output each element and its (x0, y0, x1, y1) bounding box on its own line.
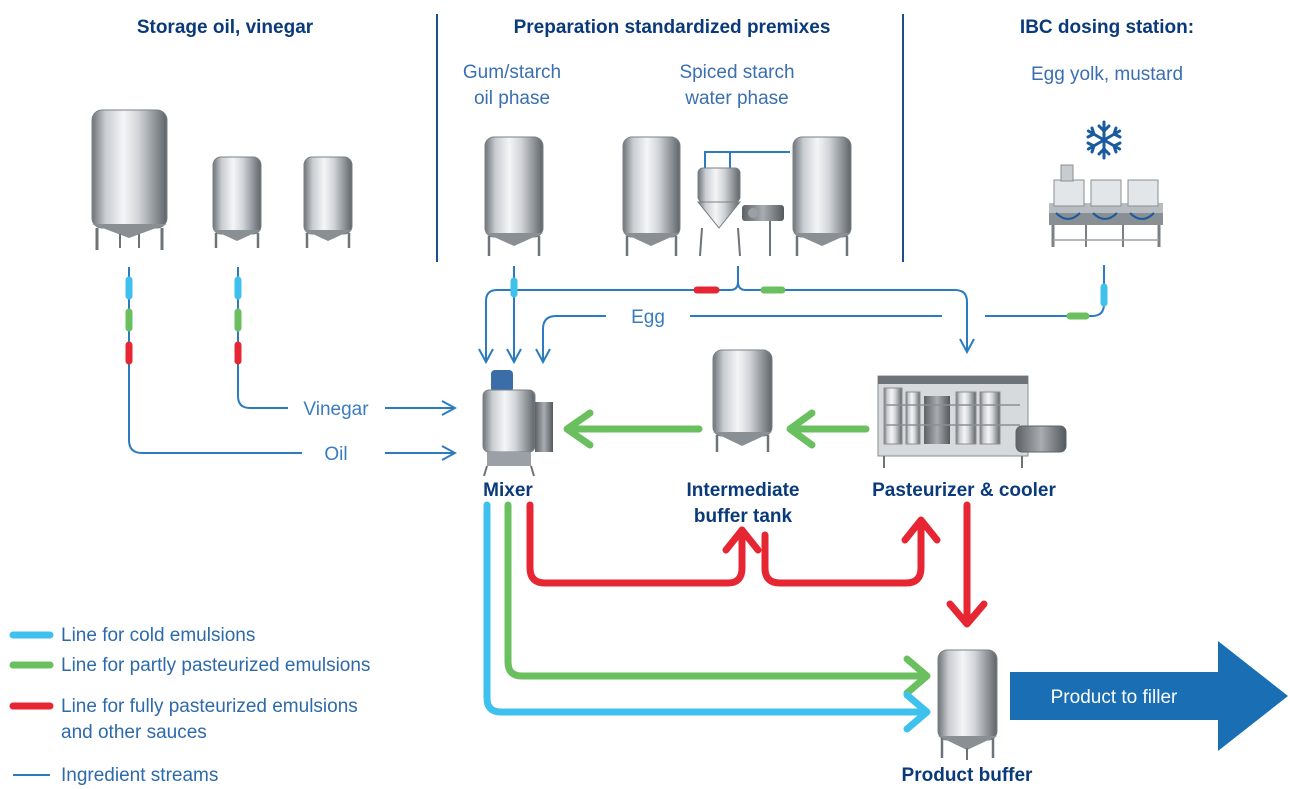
storage-tank-medium (212, 156, 262, 248)
legend-cold-label: Line for cold emulsions (61, 625, 255, 646)
intermediate-buffer-tank (712, 349, 773, 452)
subheader-gum-line2: oil phase (474, 88, 550, 109)
pasteurizer-cooler (877, 375, 1067, 468)
buffer-tank-label-line2: buffer tank (694, 506, 793, 527)
mixer-unit (482, 370, 553, 477)
ingredient-streams (128, 265, 1105, 454)
header-premixes: Preparation standardized premixes (514, 17, 831, 38)
legend-fully-label-cont: and other sauces (61, 722, 207, 743)
product-to-filler-arrow (1010, 641, 1288, 751)
oil-label: Oil (324, 444, 347, 465)
subheader-spiced-line1: Spiced starch (679, 62, 794, 83)
spiced-starch-tank-left (622, 136, 681, 256)
mixer-label: Mixer (483, 480, 533, 501)
spiced-starch-tank-right (792, 136, 852, 256)
premix-mixing-unit (696, 151, 790, 257)
line-indicators (125, 276, 1108, 365)
legend-fully-label: Line for fully pasteurized emulsions (61, 696, 358, 717)
partly-pasteurized-return (563, 409, 870, 449)
buffer-tank-label-line1: Intermediate (687, 480, 800, 501)
vinegar-label: Vinegar (303, 399, 369, 420)
legend-ingredient-label: Ingredient streams (61, 765, 218, 786)
product-to-filler-label: Product to filler (1051, 687, 1178, 708)
vinegar-stream (237, 267, 288, 409)
spiced-starch-stream-mixer (486, 266, 739, 362)
header-storage: Storage oil, vinegar (137, 17, 314, 38)
partly-pasteurized-line (504, 501, 931, 697)
cold-emulsion-line (483, 501, 931, 733)
gum-starch-tank (484, 136, 544, 256)
legend-partly-label: Line for partly pasteurized emulsions (61, 655, 370, 676)
legend: Line for cold emulsions Line for partly … (9, 625, 370, 786)
oil-stream (128, 267, 302, 454)
header-ibc: IBC dosing station: (1020, 17, 1194, 38)
subheader-spiced-line2: water phase (684, 88, 789, 109)
product-buffer-label: Product buffer (902, 765, 1033, 786)
product-buffer-tank (937, 649, 998, 760)
subheader-gum-line1: Gum/starch (463, 62, 561, 83)
egg-label: Egg (631, 307, 665, 328)
fully-pasteurized-line (526, 501, 988, 628)
pasteurizer-label: Pasteurizer & cooler (872, 480, 1056, 501)
snowflake-icon (1086, 120, 1122, 160)
ibc-dosing-station (1049, 164, 1163, 247)
storage-tank-large (91, 109, 168, 250)
egg-stream-a (985, 265, 1105, 317)
spiced-starch-stream-pasteurizer (737, 281, 967, 352)
egg-stream-c (543, 315, 606, 362)
storage-tank-small (303, 156, 353, 248)
subheader-ibc-items: Egg yolk, mustard (1031, 64, 1183, 85)
